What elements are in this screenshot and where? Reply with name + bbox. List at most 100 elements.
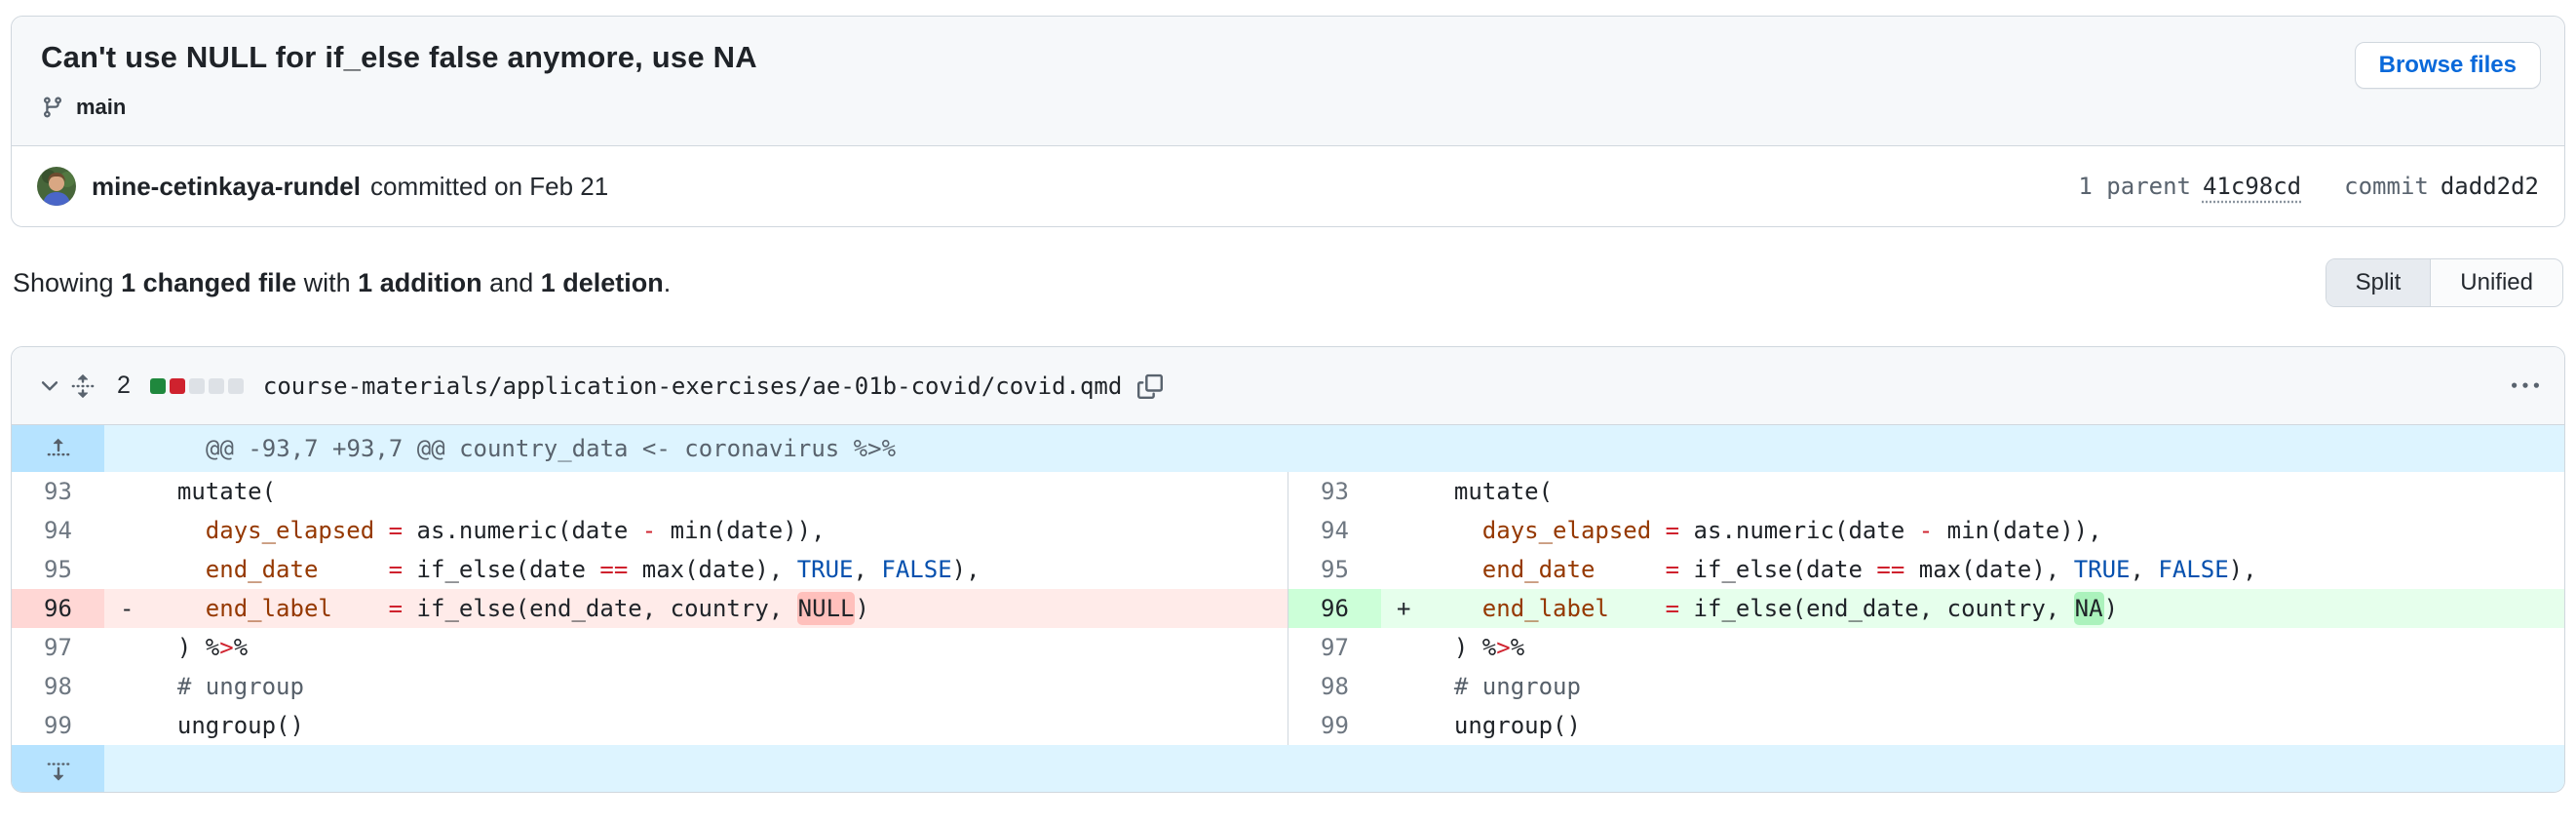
diff-row: 95 end_date = if_else(date == max(date),… <box>12 550 2564 589</box>
file-diff-box: 2 course-materials/application-exercises… <box>11 346 2565 793</box>
code-token: % <box>233 634 249 661</box>
diff-sign: - <box>120 595 135 622</box>
code-token <box>1426 517 1482 544</box>
line-number[interactable]: 99 <box>44 712 72 739</box>
line-number[interactable]: 94 <box>1321 517 1349 544</box>
code-token: if_else(end_date, country, <box>403 595 797 622</box>
diffstat-square-del <box>169 377 185 394</box>
line-number[interactable]: 98 <box>1321 673 1349 700</box>
parent-sha-link[interactable]: 41c98cd <box>2202 173 2302 200</box>
code-line: ungroup() <box>149 706 1288 745</box>
code-line: mutate( <box>149 472 1288 511</box>
code-token: max(date), <box>1904 556 2074 583</box>
commit-header-box: Can't use NULL for if_else false anymore… <box>11 16 2565 227</box>
line-number[interactable]: 96 <box>1288 589 1381 628</box>
hunk-header-row: @@ -93,7 +93,7 @@ country_data <- corona… <box>12 425 2564 472</box>
file-path[interactable]: course-materials/application-exercises/a… <box>262 372 1123 400</box>
code-line: end_label = if_else(end_date, country, N… <box>149 589 1288 628</box>
line-number[interactable]: 95 <box>1321 556 1349 583</box>
diff-side-left: 98 # ungroup <box>12 667 1288 706</box>
committed-date: committed on Feb 21 <box>369 171 609 201</box>
summary-prefix: Showing <box>13 267 122 297</box>
summary-file-count: 1 changed file <box>121 267 297 297</box>
diff-side-left: 95 end_date = if_else(date == max(date),… <box>12 550 1288 589</box>
code-token: == <box>1876 556 1905 583</box>
split-view-button[interactable]: Split <box>2326 259 2432 306</box>
diffstat-square-neutral <box>227 377 244 394</box>
line-number[interactable]: 95 <box>44 556 72 583</box>
line-number[interactable]: 96 <box>12 589 104 628</box>
diff-sign <box>1381 472 1426 511</box>
code-line: mutate( <box>1426 472 2564 511</box>
diffstat-square-add <box>149 377 166 394</box>
code-token: ), <box>951 556 980 583</box>
diff-side-right: 93 mutate( <box>1288 472 2564 511</box>
code-token: max(date), <box>628 556 797 583</box>
code-token: mutate( <box>1426 478 1554 505</box>
code-token: TRUE <box>796 556 854 583</box>
diff-side-right: 94 days_elapsed = as.numeric(date - min(… <box>1288 511 2564 550</box>
code-line: # ungroup <box>1426 667 2564 706</box>
branch-name[interactable]: main <box>76 95 127 119</box>
code-token: = <box>388 556 404 583</box>
code-token: , <box>2130 556 2159 583</box>
code-line: # ungroup <box>149 667 1288 706</box>
code-token: ) % <box>1426 634 1497 661</box>
expand-up-button[interactable] <box>12 425 104 472</box>
diff-side-right: 97 ) %>% <box>1288 628 2564 667</box>
code-token: ungroup() <box>1426 712 1581 739</box>
changed-files-summary: Showing 1 changed file with 1 addition a… <box>13 268 671 298</box>
code-line: ungroup() <box>1426 706 2564 745</box>
code-token <box>1651 517 1665 544</box>
git-branch-icon <box>41 96 64 119</box>
commit-title: Can't use NULL for if_else false anymore… <box>41 40 757 74</box>
diff-sign <box>104 472 149 511</box>
diff-side-right: 95 end_date = if_else(date == max(date),… <box>1288 550 2564 589</box>
browse-files-button[interactable]: Browse files <box>2354 42 2541 89</box>
code-token: - <box>1918 517 1934 544</box>
line-number[interactable]: 97 <box>44 634 72 661</box>
line-number[interactable]: 93 <box>1321 478 1349 505</box>
diff-row: 97 ) %>%97 ) %>% <box>12 628 2564 667</box>
copy-path-icon[interactable] <box>1137 373 1164 399</box>
author-avatar[interactable] <box>37 167 76 206</box>
code-token <box>1595 556 1665 583</box>
author-name[interactable]: mine-cetinkaya-rundel <box>92 171 361 201</box>
code-token: # ungroup <box>1426 673 1581 700</box>
code-token: ) <box>855 595 869 622</box>
code-line: days_elapsed = as.numeric(date - min(dat… <box>1426 511 2564 550</box>
line-number[interactable]: 98 <box>44 673 72 700</box>
diff-side-left: 96- end_label = if_else(end_date, countr… <box>12 589 1288 628</box>
unified-view-button[interactable]: Unified <box>2460 269 2533 295</box>
code-token: if_else(date <box>1679 556 1877 583</box>
fold-up-icon <box>46 436 71 461</box>
code-token <box>318 556 388 583</box>
code-token: as.numeric(date <box>403 517 642 544</box>
kebab-menu-icon[interactable] <box>2512 373 2539 400</box>
code-token: ungroup() <box>149 712 304 739</box>
expand-down-button[interactable] <box>12 745 104 792</box>
code-token: end_date <box>1481 556 1596 583</box>
line-number[interactable]: 99 <box>1321 712 1349 739</box>
code-token <box>374 517 388 544</box>
diff-sign <box>104 511 149 550</box>
summary-with: with <box>296 267 359 297</box>
unfold-icon[interactable] <box>70 373 96 399</box>
code-token: = <box>1665 556 1680 583</box>
diff-summary-row: Showing 1 changed file with 1 addition a… <box>11 258 2565 307</box>
code-token: , <box>853 556 882 583</box>
line-number[interactable]: 93 <box>44 478 72 505</box>
diff-sign <box>104 550 149 589</box>
line-number[interactable]: 94 <box>44 517 72 544</box>
diff-row: 93 mutate(93 mutate( <box>12 472 2564 511</box>
diff-sign <box>1381 667 1426 706</box>
code-token: TRUE <box>2073 556 2131 583</box>
line-number[interactable]: 97 <box>1321 634 1349 661</box>
diff-side-right: 98 # ungroup <box>1288 667 2564 706</box>
code-token: min(date)), <box>656 517 826 544</box>
code-token: = <box>388 595 404 622</box>
commit-label: commit <box>2344 173 2429 200</box>
code-token: mutate( <box>149 478 277 505</box>
chevron-down-icon[interactable] <box>37 373 62 399</box>
